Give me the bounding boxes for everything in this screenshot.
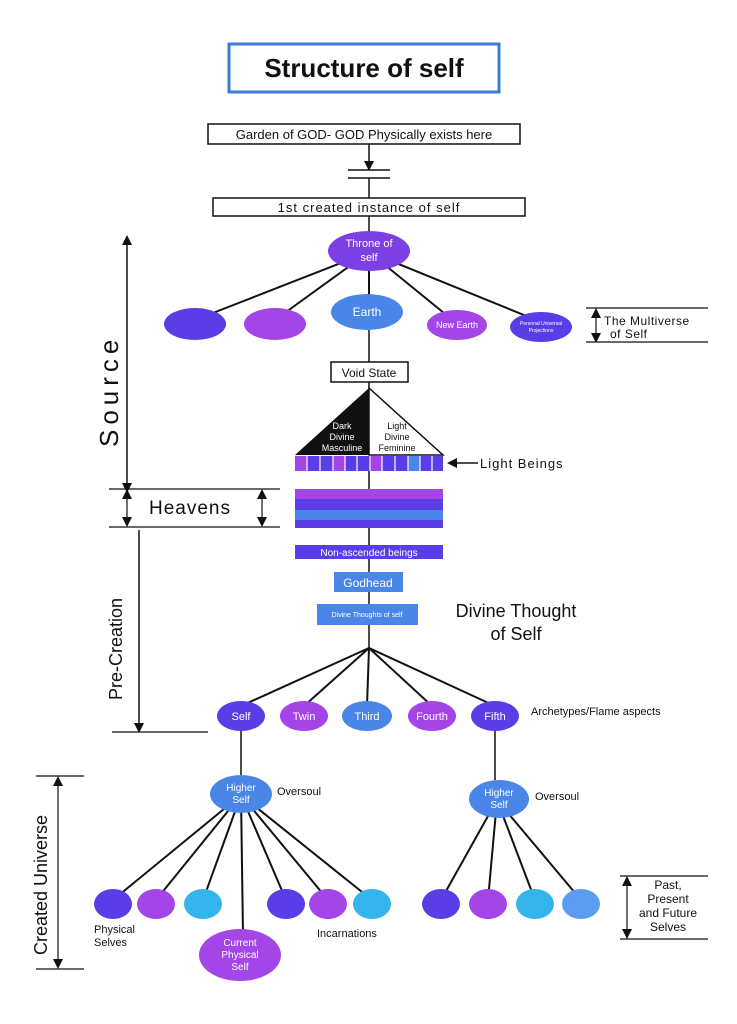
multiverse-node-2	[244, 308, 306, 340]
heavens-label: Heavens	[149, 498, 231, 519]
first-instance-box: 1st created instance of self	[212, 197, 526, 217]
earth-label: Earth	[353, 305, 382, 319]
multiverse-label-1: The Multiverse	[604, 314, 690, 328]
throne-label-2: self	[360, 252, 378, 264]
light-divine-1: Light	[387, 421, 407, 431]
ppf-label-2: Present	[647, 892, 689, 906]
archetype-third-label: Third	[354, 711, 379, 723]
pre-creation-group: Pre-Creation	[106, 530, 208, 733]
archetype-branches	[240, 647, 496, 707]
archetype-fourth-label: Fourth	[416, 711, 448, 723]
current-physical-self-node: Current Physical Self	[199, 929, 281, 981]
incarnations-label: Incarnations	[317, 928, 377, 940]
multiverse-label-group: The Multiverse of Self	[586, 307, 708, 343]
current-self-label-2: Physical	[221, 950, 258, 961]
left-incarnation-branches	[112, 794, 373, 936]
personal-label-2: Projections	[529, 328, 554, 334]
multiverse-node-1	[164, 308, 226, 340]
heavens-bars	[295, 489, 443, 528]
personal-projections-node: Personal Universal Projections	[510, 312, 572, 342]
physical-selves-label-2: Selves	[94, 937, 128, 949]
throne-label-1: Throne of	[345, 238, 393, 250]
throne-node: Throne of self	[328, 231, 410, 271]
divine-triangle: Dark Divine Masculine Light Divine Femin…	[295, 386, 445, 456]
current-self-label-3: Self	[231, 962, 248, 973]
created-universe-group: Created Universe	[31, 775, 84, 970]
left-higher-self-node: Higher Self	[210, 775, 272, 813]
new-earth-node: New Earth	[427, 310, 487, 340]
incarnation-node-2	[137, 889, 175, 919]
void-state-box: Void State	[330, 361, 409, 383]
ppf-label-4: Selves	[650, 920, 686, 934]
heavens-label-group: Heavens	[109, 488, 280, 528]
incarnation-node-4	[267, 889, 305, 919]
created-universe-label: Created Universe	[31, 815, 51, 955]
garden-label: Garden of GOD- GOD Physically exists her…	[236, 127, 492, 142]
future-node-3	[516, 889, 554, 919]
archetypes-label: Archetypes/Flame aspects	[531, 706, 661, 718]
physical-selves-label-1: Physical	[94, 924, 135, 936]
past-present-future-group: Past, Present and Future Selves	[620, 875, 708, 940]
divine-thoughts-box-label: Divine Thoughts of self	[331, 612, 402, 619]
non-ascended-box: Non-ascended beings	[295, 545, 443, 559]
archetype-twin: Twin	[280, 701, 328, 731]
godhead-box: Godhead	[334, 572, 403, 592]
archetype-fifth: Fifth	[471, 701, 519, 731]
void-state-label: Void State	[342, 366, 397, 380]
dark-divine-1: Dark	[332, 421, 352, 431]
ppf-label-1: Past,	[654, 878, 681, 892]
light-beings-bar	[295, 456, 443, 471]
right-oversoul-label: Oversoul	[535, 791, 579, 803]
archetype-self: Self	[217, 701, 265, 731]
future-node-2	[469, 889, 507, 919]
right-higher-self-label-2: Self	[490, 800, 507, 811]
source-label: Source	[94, 335, 124, 447]
left-oversoul-label: Oversoul	[277, 786, 321, 798]
right-higher-self-node: Higher Self	[469, 780, 529, 818]
light-beings-label-group: Light Beings	[447, 456, 564, 471]
right-higher-self-label-1: Higher	[484, 788, 514, 799]
first-instance-label: 1st created instance of self	[278, 200, 461, 215]
archetype-twin-label: Twin	[293, 711, 316, 723]
divine-thought-label-2: of Self	[490, 624, 542, 644]
divine-thought-label-1: Divine Thought	[456, 601, 577, 621]
multiverse-label-2: of Self	[610, 327, 648, 341]
archetype-self-label: Self	[232, 711, 252, 723]
future-node-4	[562, 889, 600, 919]
title-box: Structure of self	[227, 42, 501, 94]
archetype-third: Third	[342, 701, 392, 731]
left-higher-self-label-2: Self	[232, 795, 249, 806]
source-arrow-group: Source	[94, 235, 132, 493]
light-divine-2: Divine	[384, 432, 409, 442]
divine-thought-label-group: Divine Thought of Self	[456, 601, 577, 644]
archetype-fourth: Fourth	[408, 701, 456, 731]
light-beings-label: Light Beings	[480, 456, 564, 471]
divine-thoughts-box: Divine Thoughts of self	[317, 604, 418, 625]
godhead-label: Godhead	[343, 576, 392, 590]
pre-creation-label: Pre-Creation	[106, 598, 126, 700]
incarnation-node-1	[94, 889, 132, 919]
future-node-1	[422, 889, 460, 919]
earth-node: Earth	[331, 294, 403, 330]
dark-divine-3: Masculine	[322, 443, 363, 453]
light-divine-3: Feminine	[378, 443, 415, 453]
garden-box: Garden of GOD- GOD Physically exists her…	[207, 123, 521, 145]
personal-label-1: Personal Universal	[520, 321, 562, 327]
current-self-label-1: Current	[223, 938, 257, 949]
ppf-label-3: and Future	[639, 906, 697, 920]
non-ascended-label: Non-ascended beings	[320, 548, 417, 559]
left-higher-self-label-1: Higher	[226, 783, 256, 794]
new-earth-label: New Earth	[436, 320, 478, 330]
incarnation-node-3	[184, 889, 222, 919]
page-title: Structure of self	[264, 53, 464, 83]
dark-divine-2: Divine	[329, 432, 354, 442]
incarnation-node-5	[309, 889, 347, 919]
archetype-fifth-label: Fifth	[484, 711, 505, 723]
incarnation-node-6	[353, 889, 391, 919]
